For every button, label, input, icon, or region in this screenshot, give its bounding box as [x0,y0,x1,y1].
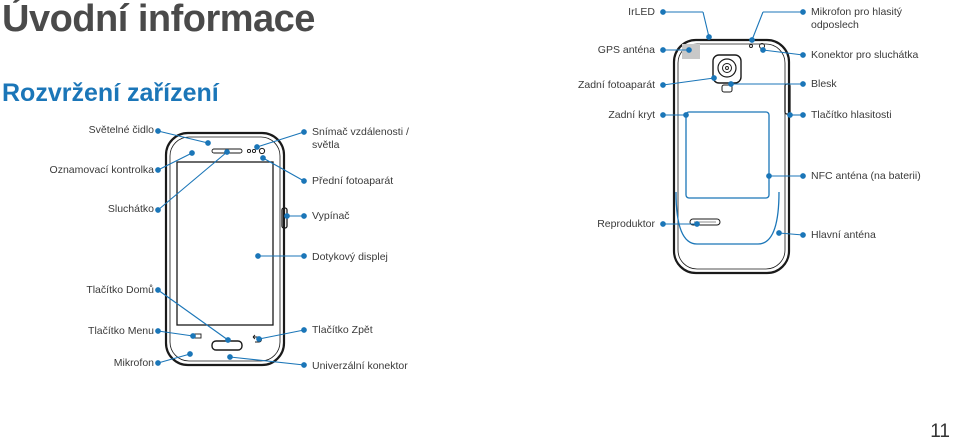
label-earpiece: Sluchátko [107,203,154,215]
label-mic-speakerphone: Mikrofon pro hlasitý odposlech [811,6,902,32]
label-volume-key: Tlačítko hlasitosti [811,109,892,121]
label-rear-camera: Zadní fotoaparát [577,79,655,91]
label-proximity-line2: světla [312,139,340,151]
label-proximity-line1: Snímač vzdálenosti / [312,126,409,138]
page-title: Úvodní informace [2,0,315,40]
antenna-outlines [675,111,780,245]
label-proximity-sensor: Snímač vzdálenosti / světla [312,126,409,152]
label-flash: Blesk [811,78,837,90]
label-headset-jack: Konektor pro sluchátka [811,49,919,61]
page-number: 11 [930,421,950,442]
label-front-camera: Přední fotoaparát [312,175,394,187]
label-mic-line2: odposlech [811,19,859,31]
front-phone-illustration [164,131,288,367]
label-touchscreen: Dotykový displej [312,251,388,263]
label-back-cover: Zadní kryt [608,109,655,121]
label-mic-line1: Mikrofon pro hlasitý [811,6,903,18]
label-microphone: Mikrofon [113,357,154,369]
label-irled: IrLED [628,6,655,18]
label-speaker: Reproduktor [597,218,655,230]
section-title: Rozvržení zařízení [2,79,219,107]
front-callouts [155,128,307,368]
label-nfc-antenna: NFC anténa (na baterii) [811,170,921,182]
label-light-sensor: Světelné čidlo [88,124,154,136]
label-notification-led: Oznamovací kontrolka [49,164,154,176]
back-phone-illustration [672,38,791,275]
label-main-antenna: Hlavní anténa [811,229,876,241]
label-back-key: Tlačítko Zpět [312,324,373,336]
label-power-key: Vypínač [312,210,350,222]
label-multipurpose-jack: Univerzální konektor [312,360,408,372]
label-home-key: Tlačítko Domů [86,284,154,296]
label-gps-antenna: GPS anténa [597,44,655,56]
label-menu-key: Tlačítko Menu [88,325,154,337]
